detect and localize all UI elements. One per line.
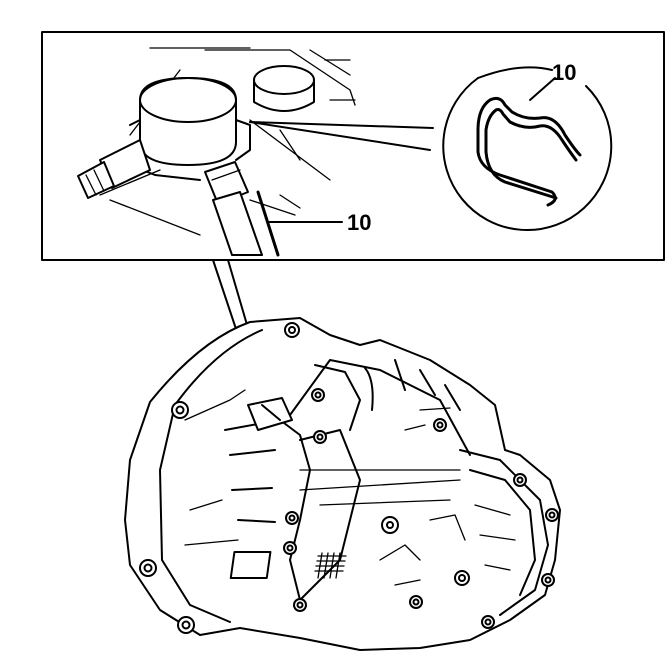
callout-clip-installed: 10	[267, 210, 371, 235]
transmission-assembly	[124, 317, 561, 651]
spring-clip	[476, 96, 582, 207]
inset-slave-cylinder	[77, 77, 251, 205]
grille	[229, 551, 347, 579]
case-bosses	[283, 388, 559, 629]
magnifier-circle: 10	[442, 60, 613, 232]
inset-detail: 10 10	[41, 31, 665, 261]
slave-cylinder-mounted	[247, 397, 293, 431]
bell-housing	[124, 317, 561, 651]
inset-leader-to-magnifier	[249, 121, 434, 151]
callout-label-installed: 10	[347, 210, 371, 235]
bell-bolts	[139, 322, 300, 634]
bell-housing-rim	[159, 329, 263, 623]
inset-pipe	[212, 190, 280, 257]
rear-housing	[459, 449, 549, 616]
inset-cap	[253, 65, 315, 112]
callout-label-detail: 10	[552, 60, 576, 85]
case-ribs	[314, 359, 461, 431]
